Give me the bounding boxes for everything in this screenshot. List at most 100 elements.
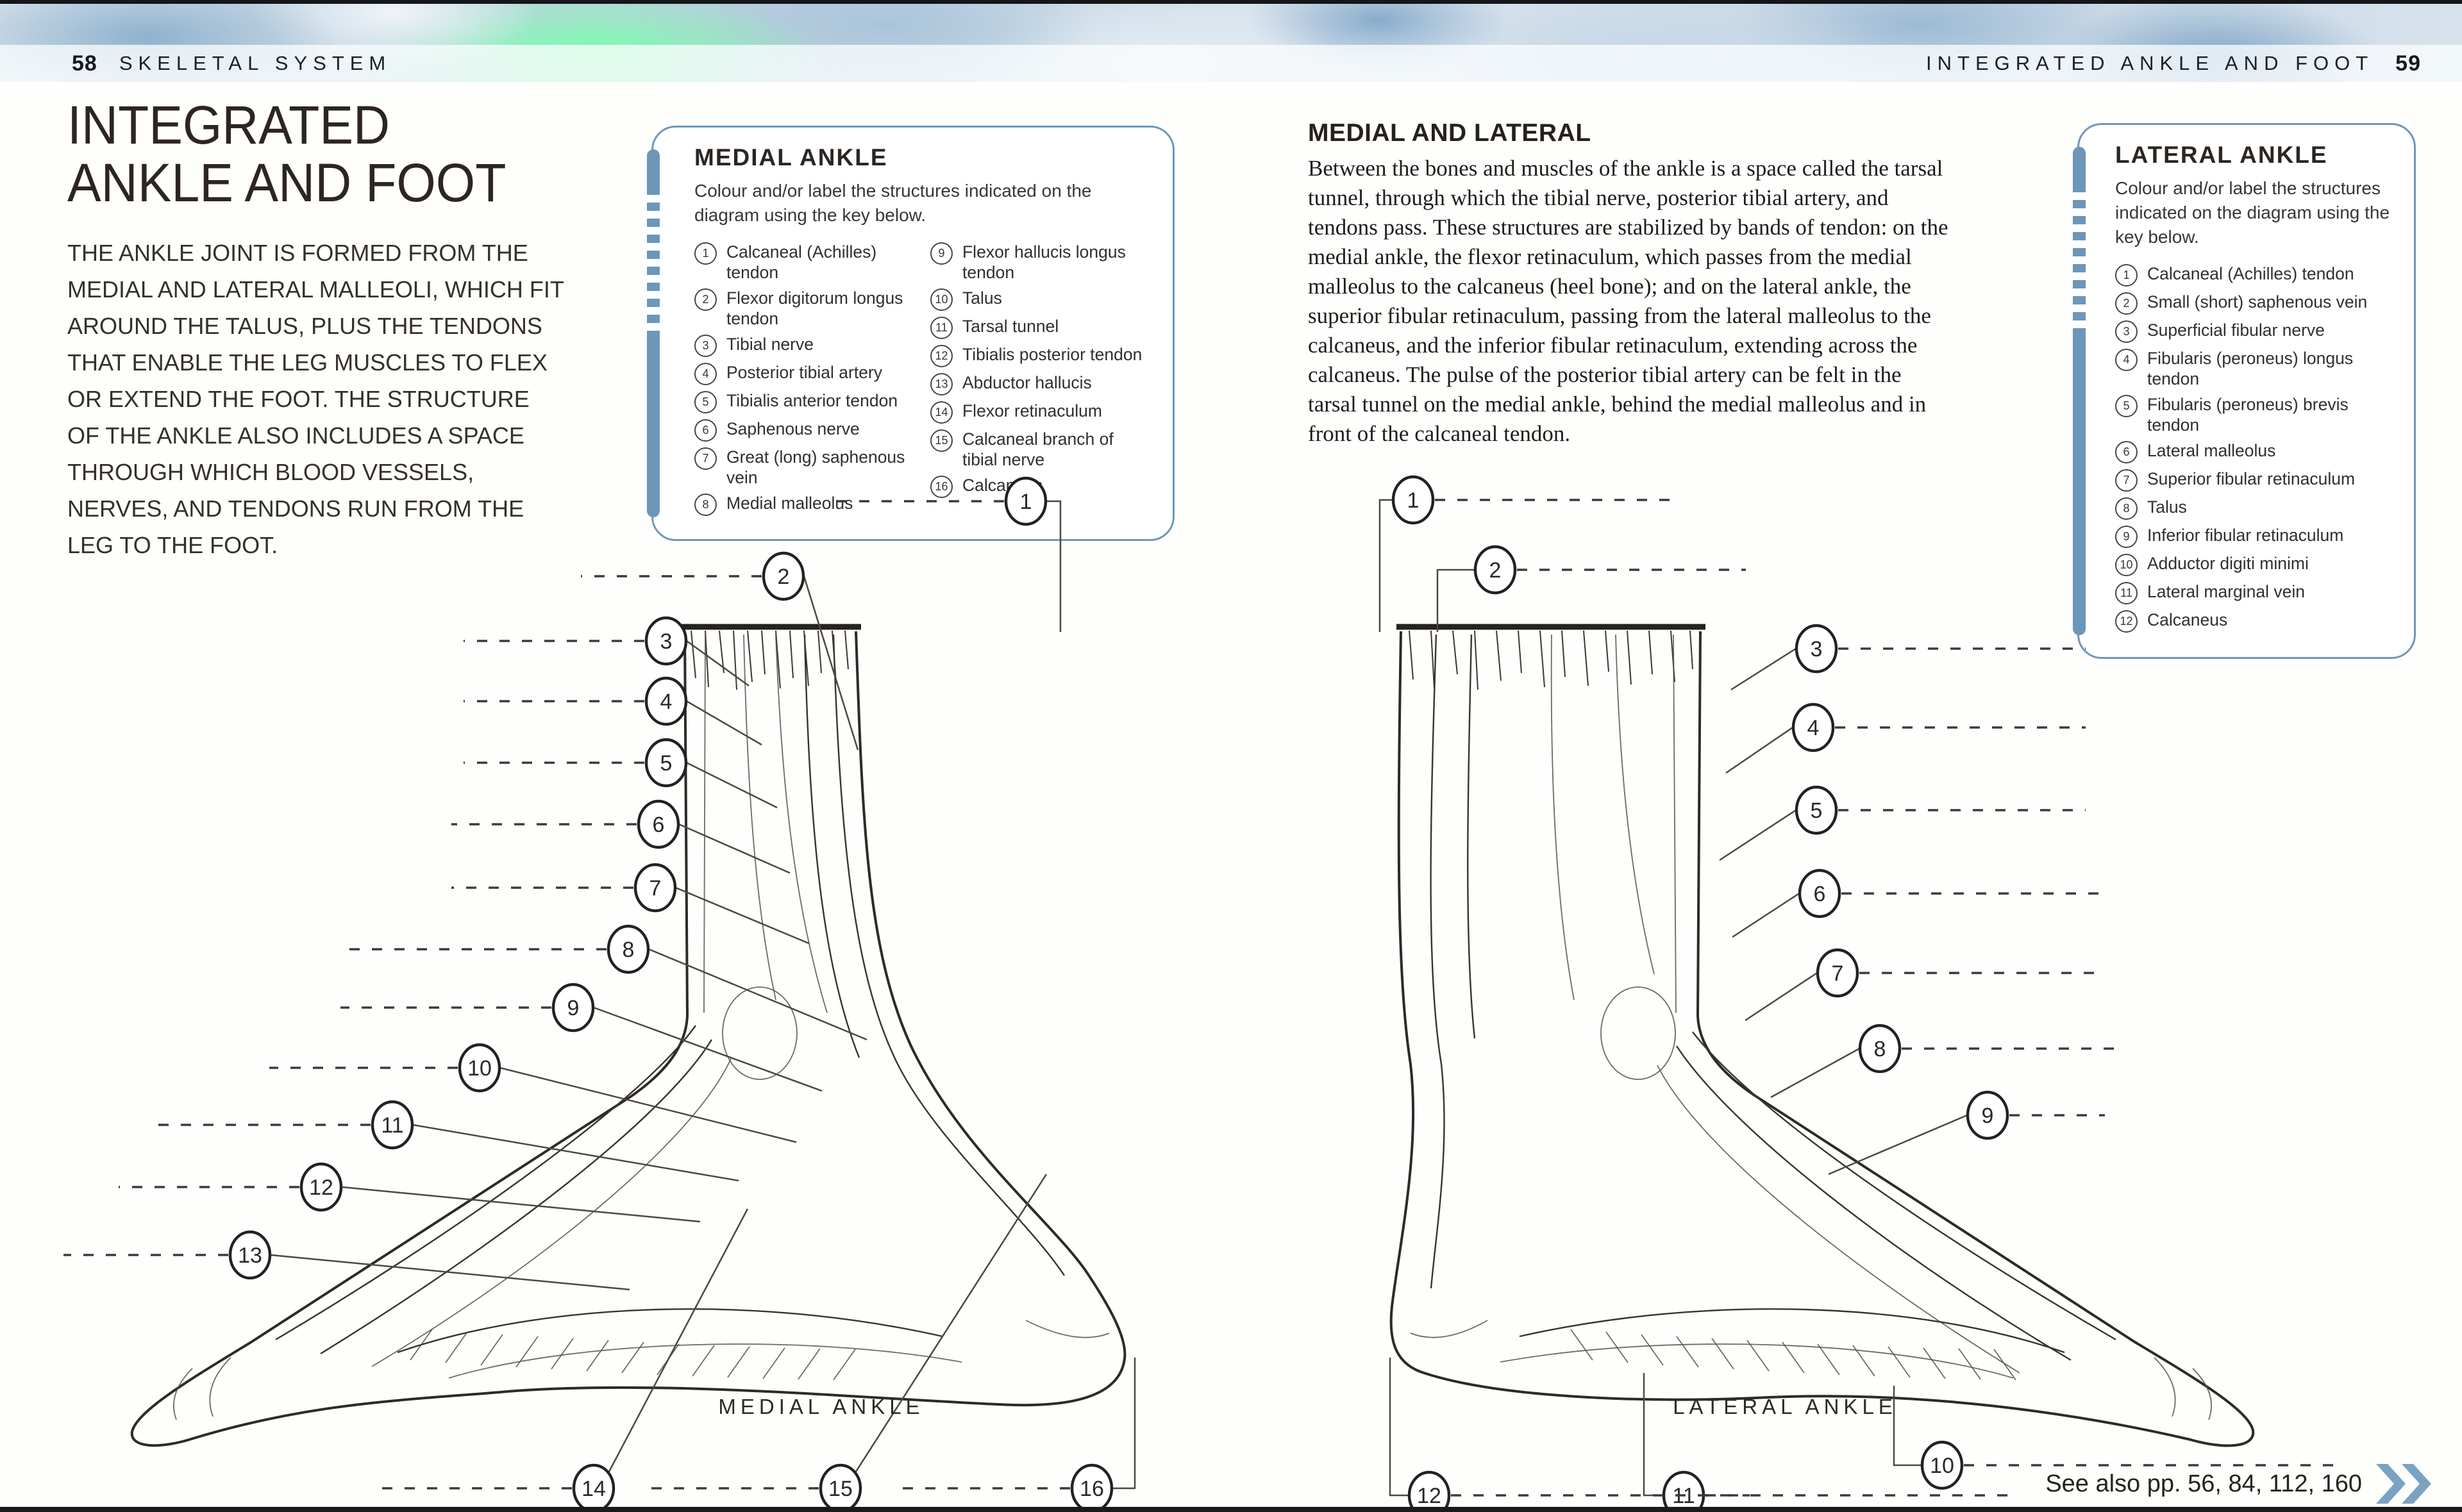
key-item-label: Talus (2147, 497, 2187, 517)
key-item: 4 Fibularis (peroneus) longus tendon (2115, 348, 2397, 389)
see-also-text: See also pp. 56, 84, 112, 160 (2045, 1470, 2362, 1497)
key-item-number: 2 (2115, 292, 2138, 315)
svg-text:8: 8 (623, 938, 635, 962)
svg-text:5: 5 (660, 751, 673, 776)
header-right: INTEGRATED ANKLE AND FOOT 59 (1926, 45, 2421, 82)
key-item-number: 11 (2115, 582, 2138, 604)
svg-text:11: 11 (381, 1113, 403, 1138)
key-item: 11 Tarsal tunnel (930, 316, 1150, 339)
medial-ankle-key-box: MEDIAL ANKLE Colour and/or label the str… (647, 126, 1175, 541)
key-item: 5 Fibularis (peroneus) brevis tendon (2115, 394, 2397, 435)
svg-text:1: 1 (1407, 488, 1419, 513)
diagram-marker-15: 15 (641, 1174, 1048, 1512)
accent-solid-bottom (647, 335, 660, 517)
diagram-marker-1: 1 (1378, 475, 1675, 632)
svg-text:10: 10 (467, 1056, 492, 1081)
page-number-right: 59 (2395, 51, 2421, 76)
diagram-marker-3: 3 (464, 616, 749, 687)
medial-and-lateral-article: MEDIAL AND LATERAL Between the bones and… (1308, 119, 1949, 449)
svg-text:4: 4 (660, 690, 673, 714)
key-item-number: 6 (2115, 441, 2138, 463)
key-item-label: Medial malleolus (726, 494, 853, 513)
key-item-number: 15 (930, 429, 953, 452)
article-title: MEDIAL AND LATERAL (1308, 119, 1591, 147)
header-left: 58 SKELETAL SYSTEM (72, 45, 391, 82)
key-item-label: Fibularis (peroneus) longus tendon (2147, 349, 2354, 388)
key-item-label: Tarsal tunnel (962, 317, 1059, 336)
medial-figure-drawing (130, 624, 1126, 1447)
section-title-left: SKELETAL SYSTEM (119, 52, 392, 74)
key-item-label: Lateral marginal vein (2147, 582, 2305, 601)
key-item-number: 7 (694, 447, 717, 470)
accent-solid-top (647, 149, 660, 187)
svg-text:13: 13 (238, 1243, 262, 1268)
medial-figure-caption: MEDIAL ANKLE (718, 1395, 925, 1418)
key-item-label: Small (short) saphenous vein (2147, 292, 2368, 312)
key-item-number: 4 (2115, 349, 2138, 371)
key-item-label: Inferior fibular retinaculum (2147, 526, 2344, 545)
svg-text:7: 7 (1832, 961, 1844, 986)
diagram-marker-9: 9 (1828, 1090, 2105, 1176)
double-chevron-icon (2376, 1464, 2431, 1504)
key-item-number: 2 (694, 288, 717, 311)
diagram-marker-1: 1 (833, 476, 1062, 632)
svg-text:12: 12 (309, 1176, 333, 1200)
lateral-ankle-key-box: LATERAL ANKLE Colour and/or label the st… (2073, 123, 2416, 659)
accent-solid-top (2073, 147, 2086, 184)
diagram-marker-6: 6 (451, 799, 791, 874)
medial-key-instructions: Colour and/or label the structures indic… (694, 181, 1092, 225)
diagram-marker-4: 4 (464, 676, 762, 746)
key-item-number: 10 (930, 288, 953, 311)
diagram-marker-2: 2 (1436, 545, 1746, 632)
key-item-label: Great (long) saphenous vein (726, 447, 905, 487)
diagram-marker-2: 2 (581, 551, 859, 751)
key-item-number: 11 (930, 317, 953, 339)
page-top-edge (0, 0, 2462, 4)
key-item-label: Calcaneal branch of tibial nerve (962, 429, 1114, 469)
key-item: 7 Great (long) saphenous vein (694, 447, 914, 488)
page-bottom-rule (0, 1507, 2462, 1512)
diagram-marker-6: 6 (1732, 868, 2101, 938)
key-item-label: Tibialis posterior tendon (962, 345, 1143, 364)
key-item: 15 Calcaneal branch of tibial nerve (930, 429, 1150, 470)
lateral-figure-drawing (1389, 624, 2255, 1447)
svg-text:9: 9 (567, 996, 580, 1020)
key-item: 2 Small (short) saphenous vein (2115, 292, 2397, 315)
see-also-reference: See also pp. 56, 84, 112, 160 (2045, 1464, 2434, 1504)
key-item-label: Fibularis (peroneus) brevis tendon (2147, 395, 2349, 435)
diagram-marker-16: 16 (891, 1358, 1136, 1512)
key-item-number: 10 (2115, 554, 2138, 576)
section-title-right: INTEGRATED ANKLE AND FOOT (1926, 52, 2374, 74)
key-item-number: 12 (930, 345, 953, 367)
svg-text:2: 2 (1489, 558, 1502, 583)
diagram-marker-7: 7 (451, 863, 810, 945)
key-item-number: 5 (2115, 395, 2138, 417)
svg-text:5: 5 (1811, 799, 1823, 823)
page-title-line2: ANKLE AND FOOT (67, 153, 507, 213)
bone-photo-banner: 58 SKELETAL SYSTEM INTEGRATED ANKLE AND … (0, 0, 2462, 82)
svg-text:8: 8 (1874, 1037, 1886, 1061)
key-item: 11 Lateral marginal vein (2115, 581, 2397, 604)
key-item-label: Calcaneal (Achilles) tendon (2147, 264, 2354, 283)
svg-text:6: 6 (653, 813, 665, 837)
key-item-number: 3 (2115, 320, 2138, 343)
key-item-number: 1 (694, 242, 717, 265)
key-accent-bar (647, 149, 660, 517)
